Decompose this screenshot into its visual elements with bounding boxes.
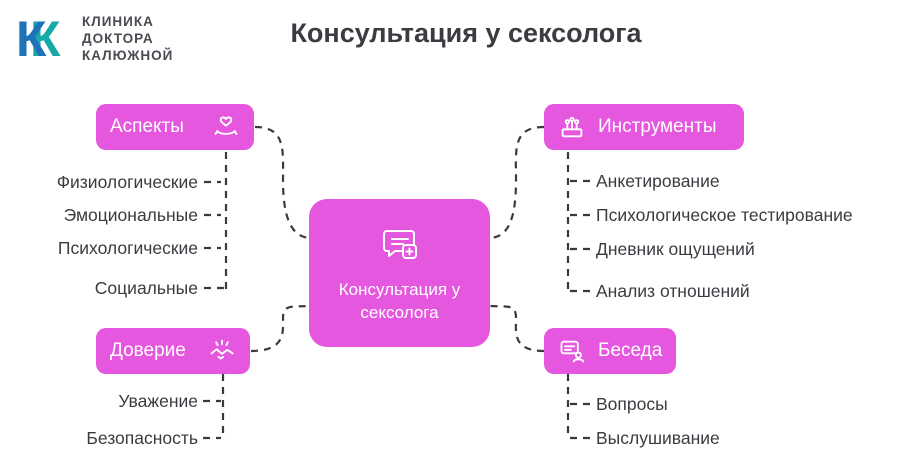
chat-plus-icon (382, 230, 417, 260)
item-social: Социальные (94, 278, 198, 298)
connector-tools (489, 125, 545, 240)
connector-trust (250, 304, 311, 353)
logo-line-2: ДОКТОРА (82, 30, 154, 46)
item-listening: Выслушивание (596, 428, 720, 448)
item-questions: Вопросы (596, 394, 668, 414)
conversation-person-icon (560, 340, 585, 363)
clinic-logo-icon: К К (16, 11, 61, 66)
branch-talk: Беседа (544, 328, 676, 374)
logo-line-3: КАЛЮЖНОЙ (82, 47, 174, 63)
branch-trust: Доверие (96, 328, 250, 374)
center-node: Консультация у сексолога (309, 199, 490, 347)
item-safety: Безопасность (86, 428, 198, 448)
item-psych-testing: Психологическое тестирование (596, 205, 853, 225)
handshake-sparkle-icon (210, 339, 234, 360)
page-title: Консультация у сексолога (290, 18, 642, 48)
connector-aspects (254, 125, 311, 240)
center-node-label: Консультация у сексолога (338, 280, 461, 322)
connector-talk (489, 304, 545, 353)
svg-text:К: К (16, 11, 47, 66)
clinic-logo: К К КЛИНИКА ДОКТОРА КАЛЮЖНОЙ (16, 10, 173, 66)
item-relationship-analysis: Анализ отношений (596, 281, 750, 301)
svg-text:К: К (30, 11, 61, 66)
clinic-logo-text: КЛИНИКА ДОКТОРА КАЛЮЖНОЙ (82, 13, 173, 64)
tools-sprouts-icon (561, 116, 583, 138)
item-emotional: Эмоциональные (63, 205, 198, 225)
item-psychological: Психологические (57, 238, 198, 258)
logo-line-1: КЛИНИКА (82, 13, 154, 29)
care-hands-heart-icon (214, 116, 238, 135)
branch-talk-label: Беседа (598, 340, 663, 361)
branch-tools-label: Инструменты (598, 116, 717, 137)
branch-aspects-label: Аспекты (110, 116, 184, 137)
branch-tools: Инструменты (544, 104, 744, 150)
item-sensation-diary: Дневник ощущений (596, 239, 755, 259)
item-respect: Уважение (118, 391, 198, 411)
item-questionnaire: Анкетирование (596, 171, 720, 191)
branch-aspects: Аспекты (96, 104, 254, 150)
item-physiological: Физиологические (56, 172, 198, 192)
branch-trust-label: Доверие (110, 340, 186, 361)
